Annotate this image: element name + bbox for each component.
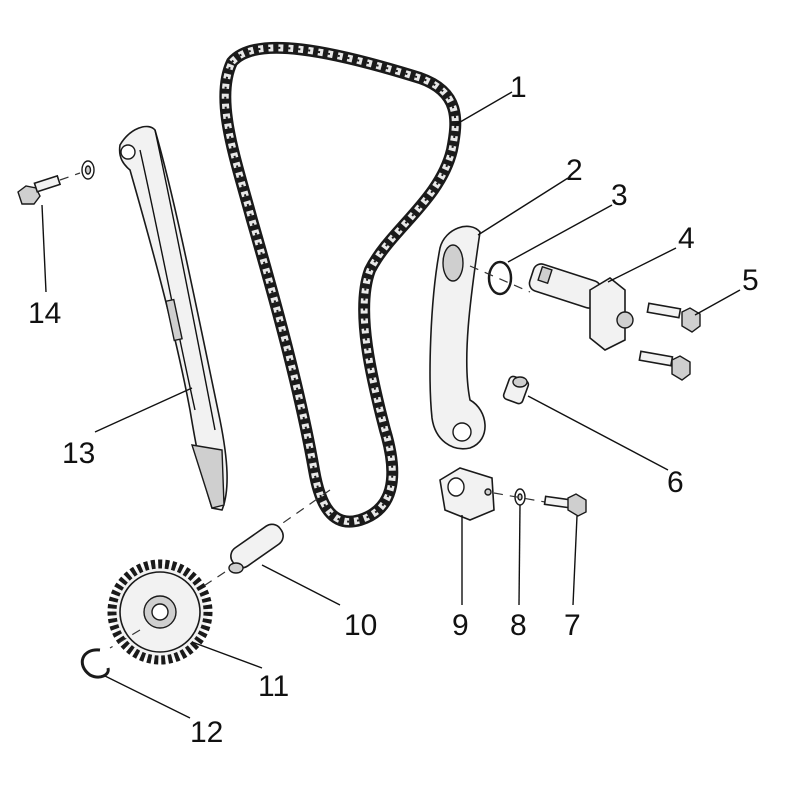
callout-13: 13 xyxy=(62,437,95,470)
idler-gear xyxy=(107,559,213,665)
callout-14: 14 xyxy=(28,297,61,330)
washer-14 xyxy=(81,160,95,180)
guide-bracket xyxy=(439,467,495,521)
circlip xyxy=(80,648,110,679)
callout-labels: 1 2 3 4 5 6 7 8 9 10 11 12 13 14 xyxy=(28,71,759,749)
callout-12: 12 xyxy=(190,716,223,749)
tensioner-guide xyxy=(429,225,486,450)
callout-5: 5 xyxy=(742,264,759,297)
guide-bolt-14 xyxy=(17,172,81,205)
callout-7: 7 xyxy=(564,609,581,642)
callout-1: 1 xyxy=(510,71,527,104)
leader-lines xyxy=(41,91,741,719)
idler-pin xyxy=(189,489,331,596)
o-ring xyxy=(469,260,531,296)
bracket-bolt-7 xyxy=(493,492,587,517)
tensioner-bolts xyxy=(638,302,701,381)
callout-11: 11 xyxy=(258,670,289,703)
callout-2: 2 xyxy=(566,154,583,187)
callout-10: 10 xyxy=(344,609,377,642)
callout-3: 3 xyxy=(611,179,628,212)
callout-6: 6 xyxy=(667,466,684,499)
spacer-bush xyxy=(502,375,530,405)
callout-4: 4 xyxy=(678,222,695,255)
chain-tensioner xyxy=(528,263,634,351)
fixed-chain-guide xyxy=(118,125,228,511)
callout-9: 9 xyxy=(452,609,469,642)
timing-chain xyxy=(219,41,462,528)
callout-8: 8 xyxy=(510,609,527,642)
